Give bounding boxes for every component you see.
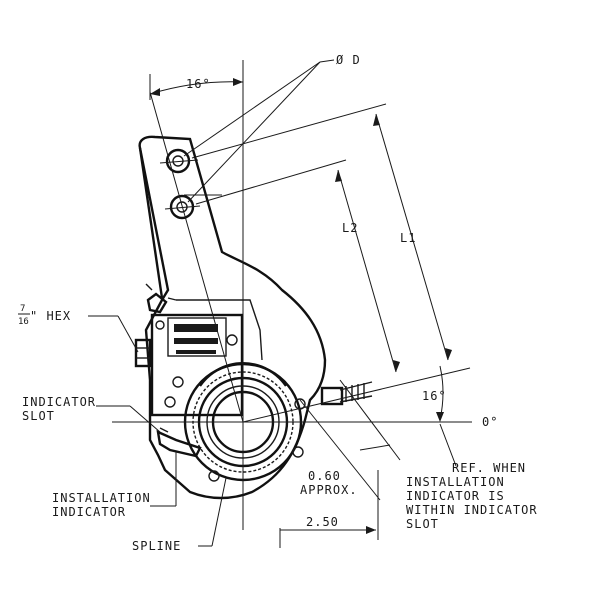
l2-extension-line	[195, 159, 347, 205]
label-ref-3: INDICATOR IS	[406, 489, 505, 503]
sixteen-degree-line	[242, 367, 471, 423]
hex-leader	[88, 315, 139, 353]
threaded-rod	[320, 381, 373, 406]
label-ref-4: WITHIN INDICATOR	[406, 503, 538, 517]
label-installation-2: INDICATOR	[52, 505, 126, 519]
label-installation-1: INSTALLATION	[52, 491, 151, 505]
arm-web-line-2	[167, 297, 177, 301]
adjuster-bolt	[145, 283, 168, 314]
label-zero-angle: 0°	[482, 415, 498, 429]
label-right-angle: 16°	[422, 389, 447, 403]
label-indicator-slot-1: INDICATOR	[22, 395, 96, 409]
label-offset-note: APPROX.	[300, 483, 358, 497]
arm-axis-line	[149, 91, 244, 423]
svg-text:7: 7	[20, 304, 25, 314]
label-ref-5: SLOT	[406, 517, 439, 531]
spline-leader	[198, 477, 227, 547]
indicator-slot-leader	[96, 405, 161, 433]
label-ref-2: INSTALLATION	[406, 475, 505, 489]
arm-left-edge	[138, 147, 164, 299]
label-diameter-d: Ø D	[336, 53, 361, 67]
installation-indicator	[156, 427, 202, 458]
label-hex: 7 16 " HEX	[18, 304, 71, 327]
l1-extension-line	[191, 103, 387, 159]
label-dim-250: 2.50	[306, 515, 339, 529]
installation-indicator-leader	[150, 452, 177, 507]
top-angle-dimension	[149, 74, 244, 100]
label-l2: L2	[342, 221, 358, 235]
arm-outline	[138, 135, 327, 500]
arm-web-line	[176, 299, 263, 361]
label-top-angle: 16°	[186, 77, 211, 91]
label-ref-1: REF. WHEN	[452, 461, 526, 475]
label-offset-value: 0.60	[308, 469, 341, 483]
label-l1: L1	[400, 231, 416, 245]
hex-nut	[134, 338, 152, 368]
label-indicator-slot-2: SLOT	[22, 409, 55, 423]
svg-text:16: 16	[18, 317, 29, 327]
offset-dimension	[299, 379, 401, 501]
label-spline: SPLINE	[132, 539, 181, 553]
l2-dimension	[335, 169, 400, 373]
svg-text:" HEX: " HEX	[30, 309, 71, 323]
hole-center-mark	[159, 159, 199, 164]
dim-250	[279, 470, 379, 548]
diameter-leaders	[183, 59, 335, 203]
ref-leader	[439, 423, 457, 467]
l1-dimension	[373, 113, 452, 361]
